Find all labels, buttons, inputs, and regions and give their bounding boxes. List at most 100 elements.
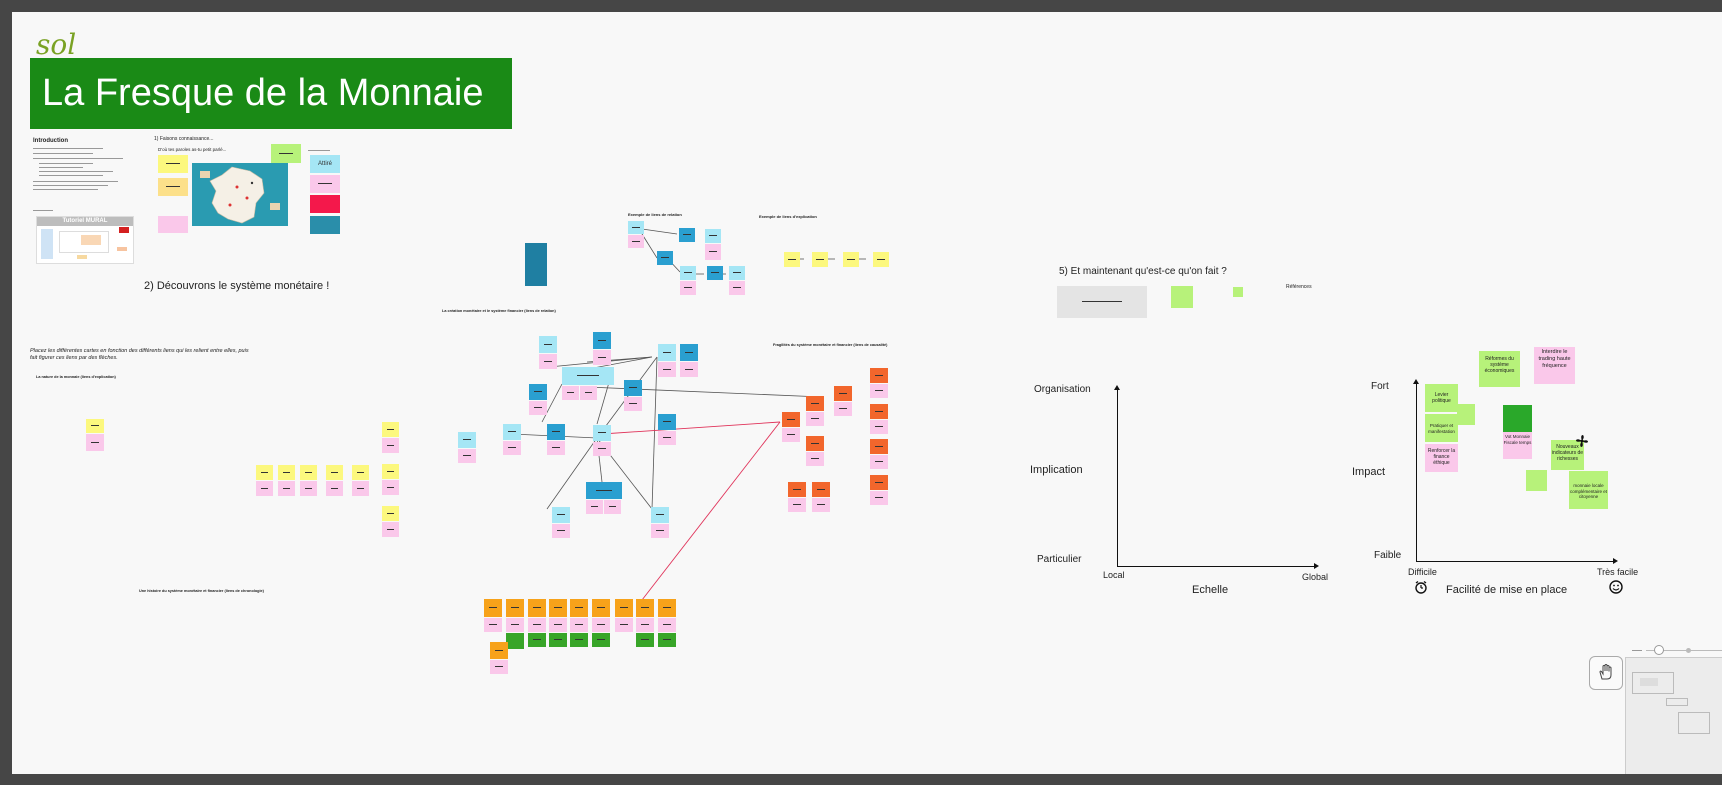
sticky-note-orange[interactable] (490, 642, 508, 659)
sticky-note-orange-red[interactable] (788, 482, 806, 497)
sticky-note-yellow[interactable] (382, 464, 399, 479)
sticky-note-cyan[interactable] (458, 432, 476, 448)
sticky-note-yellow[interactable] (382, 506, 399, 521)
sticky-note-green[interactable] (549, 633, 567, 647)
hand-tool-button[interactable] (1589, 656, 1623, 690)
sticky-note-orange[interactable] (658, 599, 676, 617)
note-reformes[interactable]: Réformes du système économiques (1479, 351, 1520, 387)
sticky-note-blue[interactable] (707, 266, 723, 280)
sticky-note-orange-red[interactable] (812, 482, 830, 497)
sticky-note-pink[interactable] (658, 431, 676, 445)
sticky-note-orange-red[interactable] (870, 439, 888, 454)
sticky-note-pink[interactable] (562, 386, 579, 400)
sticky-note-orange-red[interactable] (806, 396, 824, 411)
sticky-note-yellow[interactable] (86, 419, 104, 433)
sticky-note-orange-red[interactable] (870, 404, 888, 419)
sticky-note-yellow[interactable] (158, 155, 188, 173)
sticky-note-orange[interactable] (549, 599, 567, 617)
sticky-note-pink[interactable] (570, 618, 588, 632)
sticky-note-pink[interactable] (529, 401, 547, 415)
sticky-note-cyan[interactable] (628, 221, 644, 234)
note-changement-vision[interactable] (1526, 470, 1547, 491)
placeholder-card-grey[interactable] (1057, 286, 1147, 318)
sticky-note-blue[interactable] (680, 344, 698, 361)
sticky-note-cyan[interactable] (593, 425, 611, 441)
sticky-note-pink[interactable] (256, 481, 273, 496)
sticky-note-yellow[interactable] (326, 465, 343, 480)
sticky-note-yellow[interactable] (812, 252, 828, 267)
minimap[interactable] (1625, 657, 1722, 774)
sticky-note-orange[interactable] (506, 599, 524, 617)
sticky-note-yellow[interactable] (843, 252, 859, 267)
sticky-note-pink[interactable] (86, 434, 104, 451)
sticky-note-pink[interactable] (870, 455, 888, 469)
sticky-note-yellow[interactable] (158, 178, 188, 196)
sticky-note-orange[interactable] (570, 599, 588, 617)
sticky-note-lime[interactable] (271, 144, 301, 163)
sticky-note-cyan[interactable] (651, 507, 669, 523)
sticky-note-orange[interactable] (528, 599, 546, 617)
sticky-note-cyan[interactable] (705, 229, 721, 243)
sticky-note-cyan[interactable] (552, 507, 570, 523)
sticky-note-orange-red[interactable] (870, 475, 888, 490)
sticky-note-cyan[interactable] (680, 266, 696, 280)
sticky-note-blue[interactable] (593, 332, 611, 349)
sticky-note-pink[interactable] (528, 618, 546, 632)
sticky-note-green[interactable] (636, 633, 654, 647)
sticky-note-pink[interactable] (812, 498, 830, 512)
sticky-note-orange[interactable] (592, 599, 610, 617)
sticky-note-pink[interactable] (352, 481, 369, 496)
sticky-note-pink[interactable] (788, 498, 806, 512)
note-vote-monnaie[interactable]: Vot Monnaie Fiscale temps (1503, 432, 1532, 459)
sticky-note-pink[interactable] (586, 500, 603, 514)
sticky-note-orange-red[interactable] (834, 386, 852, 401)
mural-canvas[interactable]: sol La Fresque de la Monnaie Introductio… (12, 12, 1722, 774)
note-pratiquer[interactable]: Pratiquer et manifestation (1425, 414, 1458, 442)
note-green[interactable] (1503, 405, 1532, 432)
sticky-note-pink[interactable] (506, 618, 524, 632)
card-blue-tall[interactable] (525, 243, 547, 286)
sticky-note-pink[interactable] (624, 397, 642, 411)
sticky-note-pink[interactable] (615, 618, 633, 632)
sticky-note-pink[interactable] (870, 384, 888, 398)
sticky-note-teal[interactable] (310, 216, 340, 234)
sticky-note-pink[interactable] (680, 362, 698, 377)
note-interdire-trading[interactable]: Interdire le trading haute fréquence (1534, 347, 1575, 384)
sticky-note-pink[interactable] (680, 281, 696, 295)
sticky-note-green[interactable] (658, 633, 676, 647)
note-nouveaux-indicateurs[interactable]: Nouveaux indicateurs de richesses (1551, 440, 1584, 470)
note-renforcer-finance-ethique[interactable]: Renforcer la finance éthique (1425, 444, 1458, 472)
sticky-note-blue[interactable] (624, 380, 642, 396)
sticky-note-pink[interactable] (547, 441, 565, 455)
sticky-note-pink[interactable] (539, 354, 557, 369)
note-levier-politique[interactable]: Levier politique (1425, 384, 1458, 412)
sticky-note-yellow[interactable] (256, 465, 273, 480)
sticky-note-green[interactable] (506, 633, 524, 649)
sticky-note-cyan[interactable] (539, 336, 557, 353)
sticky-note-pink[interactable] (458, 449, 476, 463)
sticky-note-pink[interactable] (592, 618, 610, 632)
sticky-note-pink[interactable] (310, 175, 340, 193)
sticky-note-pink[interactable] (593, 442, 611, 456)
sticky-note-lime-small[interactable] (1233, 287, 1243, 297)
sticky-note-pink[interactable] (628, 235, 644, 248)
sticky-note-pink[interactable] (729, 281, 745, 295)
sticky-note-pink[interactable] (806, 452, 824, 466)
sticky-note-cyan[interactable] (658, 344, 676, 361)
sticky-note-pink[interactable] (658, 362, 676, 377)
sticky-note-attire[interactable]: Attiré (310, 155, 340, 173)
sticky-note-yellow[interactable] (352, 465, 369, 480)
zoom-slider[interactable] (1632, 644, 1722, 656)
sticky-note-blue[interactable] (658, 414, 676, 430)
sticky-note-pink[interactable] (552, 524, 570, 538)
sticky-note-cyan[interactable] (729, 266, 745, 280)
sticky-note-pink[interactable] (782, 428, 800, 442)
sticky-note-yellow[interactable] (382, 422, 399, 437)
sticky-note-cyan-wide[interactable] (562, 367, 614, 385)
sticky-note-pink[interactable] (382, 480, 399, 495)
sticky-note-yellow[interactable] (300, 465, 317, 480)
sticky-note-yellow[interactable] (784, 252, 800, 267)
tutorial-thumbnail[interactable]: Tutoriel MURAL (36, 216, 134, 264)
sticky-note-cyan[interactable] (503, 424, 521, 440)
sticky-note-orange-red[interactable] (870, 368, 888, 383)
